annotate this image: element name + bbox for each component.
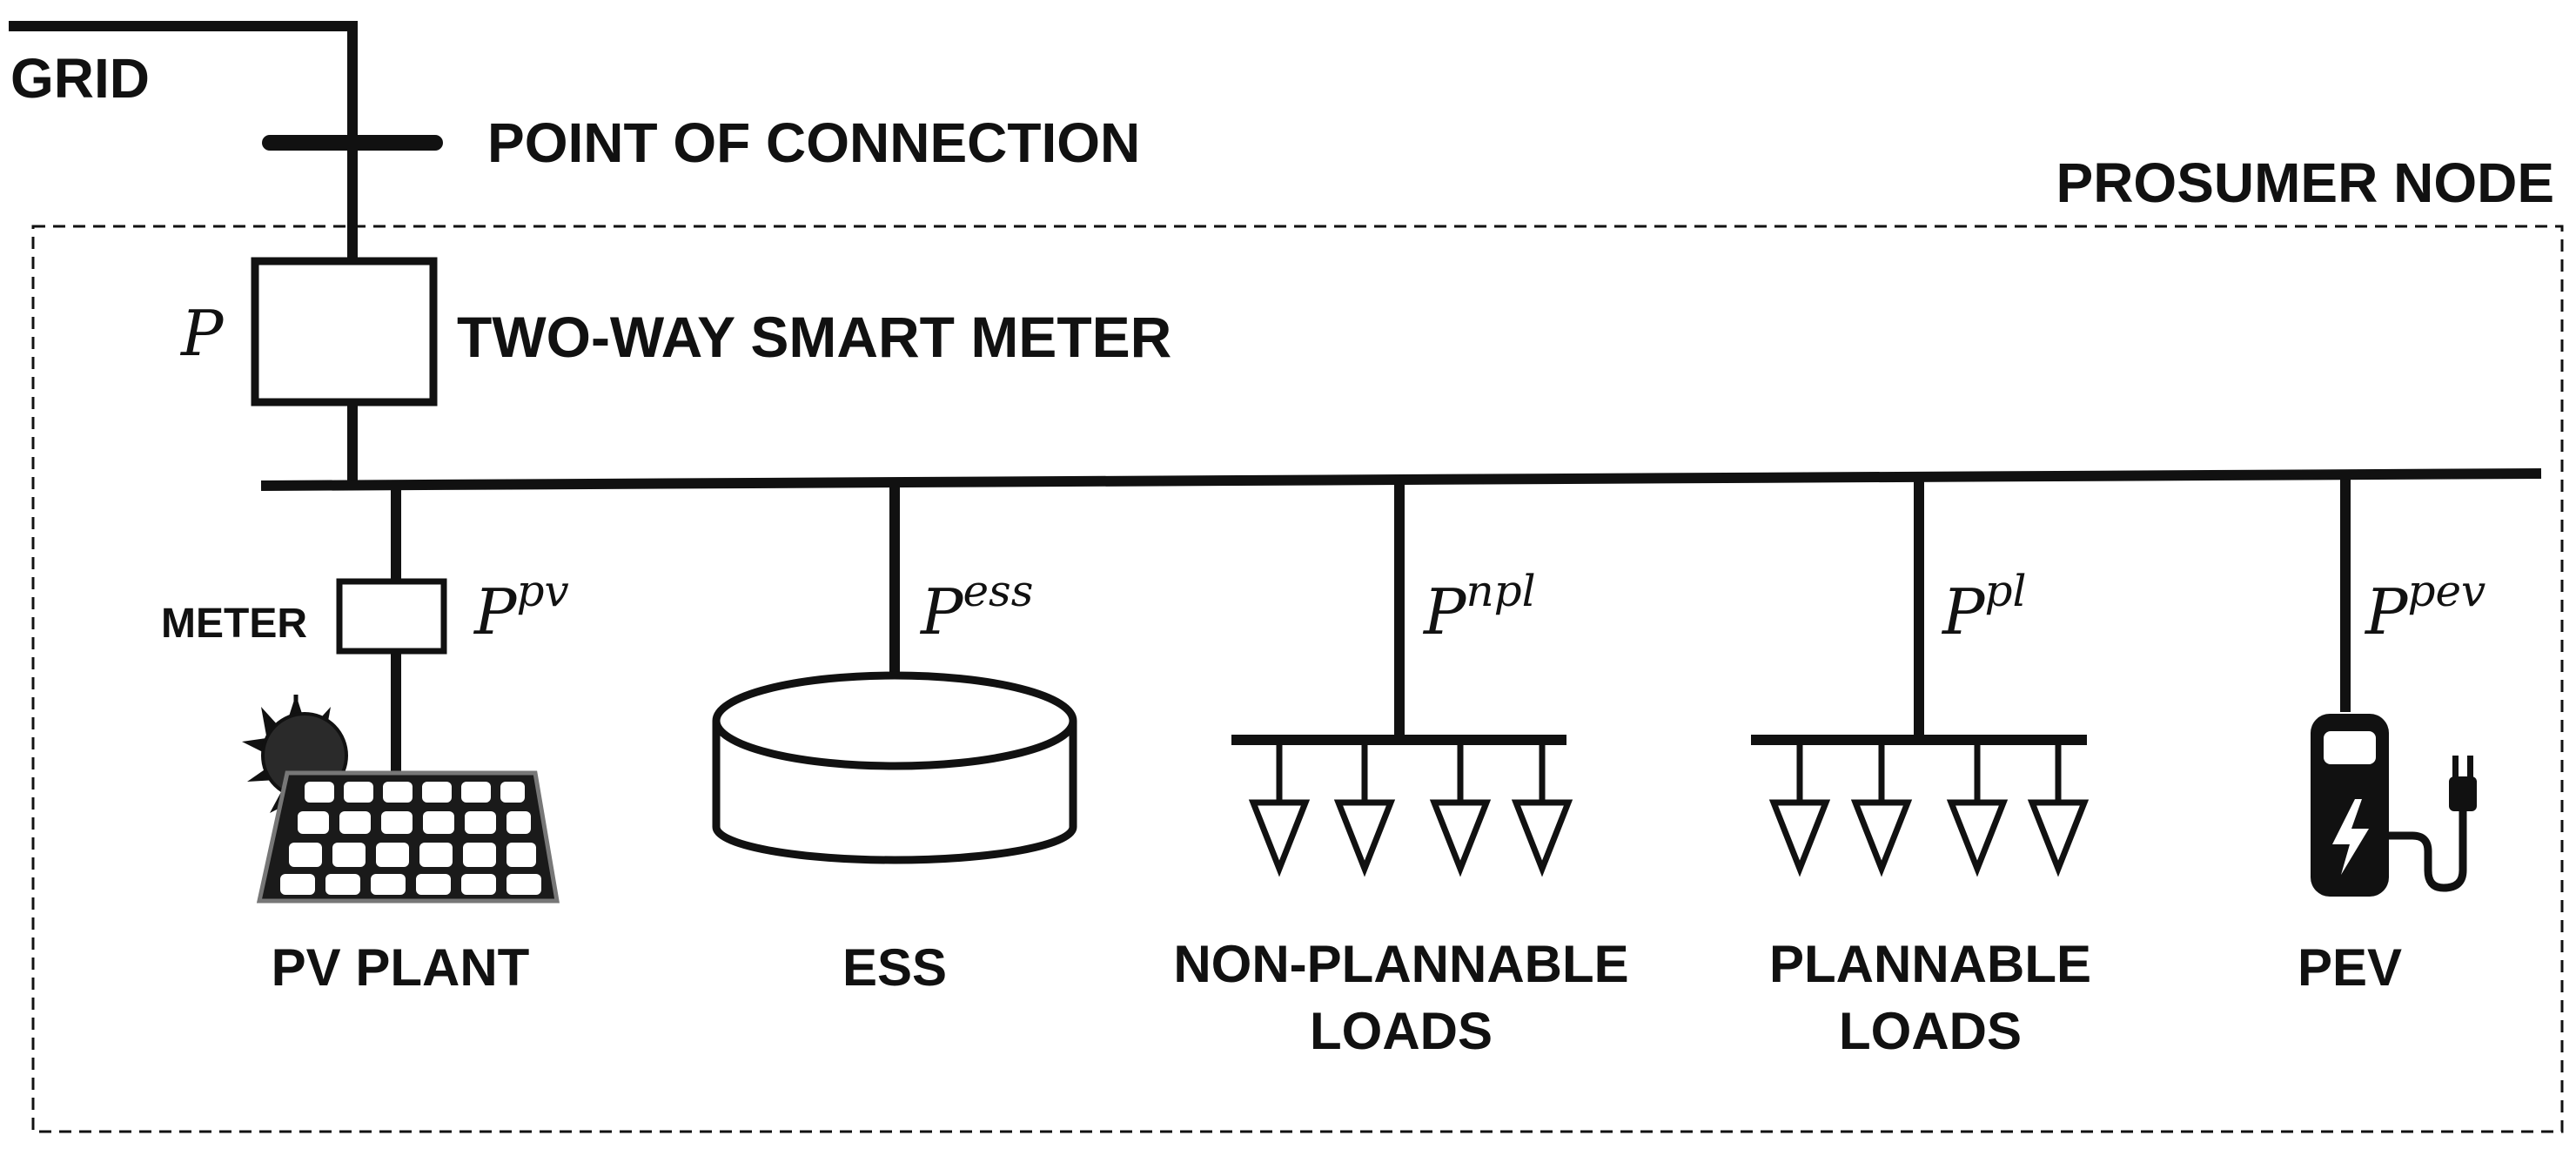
pev-power-symbol: Ppev: [2364, 566, 2485, 648]
grid-label: GRID: [10, 47, 150, 110]
non-plannable-loads-label-line2: LOADS: [1310, 1002, 1493, 1060]
pv-power-symbol: Ppv: [473, 566, 569, 648]
smart-meter-label: TWO-WAY SMART METER: [457, 305, 1171, 369]
ev-charger-icon: [2311, 714, 2477, 897]
non-plannable-loads-symbol: [1231, 480, 1573, 877]
plug-icon: [2449, 756, 2477, 811]
grid-line: [9, 21, 358, 261]
non-plannable-loads-label-line1: NON-PLANNABLE: [1173, 935, 1628, 993]
pv-meter: [336, 578, 447, 655]
prosumer-node-boundary: [31, 225, 2564, 1133]
prosumer-node-label: PROSUMER NODE: [2056, 151, 2555, 214]
pl-power-symbol: Ppl: [1941, 566, 2026, 648]
plannable-loads-symbol: [1751, 479, 2090, 877]
pv-meter-label: METER: [161, 601, 307, 647]
lightning-bolt-icon: [2332, 799, 2369, 875]
total-power-symbol: P: [179, 297, 225, 370]
solar-panel-icon: [256, 770, 560, 904]
ess-label: ESS: [842, 938, 947, 997]
two-way-smart-meter: [251, 257, 438, 407]
main-bus: [260, 468, 2542, 491]
npl-power-symbol: Pnpl: [1422, 566, 1536, 648]
pv-plant-label: PV PLANT: [272, 938, 530, 997]
pev-label: PEV: [2298, 938, 2402, 997]
ess-power-symbol: Pess: [919, 566, 1033, 648]
point-of-connection-label: POINT OF CONNECTION: [487, 111, 1140, 174]
plannable-loads-label-line1: PLANNABLE: [1769, 935, 2091, 993]
battery-storage-icon: [712, 671, 1077, 864]
plannable-loads-label-line2: LOADS: [1839, 1002, 2022, 1060]
